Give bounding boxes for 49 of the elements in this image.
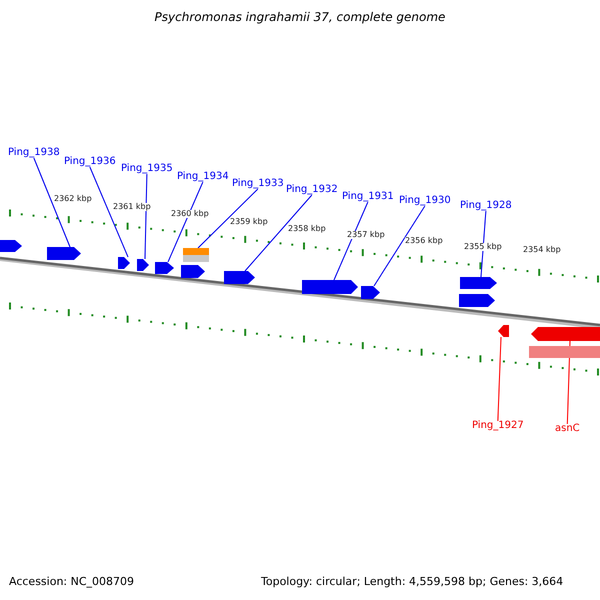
- leader-line: [89, 166, 128, 258]
- gene-block: [459, 294, 495, 307]
- scale-label: 2356 kbp: [405, 237, 443, 245]
- gene-block: [181, 265, 205, 278]
- gene-label: Ping_1930: [399, 196, 451, 206]
- scale-label: 2355 kbp: [464, 243, 502, 251]
- gene-block: [361, 286, 380, 299]
- gene-label: Ping_1928: [460, 201, 512, 211]
- leader-line: [168, 182, 204, 262]
- gene-bar: [529, 346, 600, 358]
- gene-block: [137, 259, 149, 271]
- title: Psychromonas ingrahamii 37, complete genome: [154, 11, 446, 23]
- leader-line: [144, 174, 148, 260]
- gene-bar: [183, 255, 209, 262]
- genome-summary-text: Topology: circular; Length: 4,559,598 bp; Genes: 3,664: [261, 576, 564, 587]
- gene-label: Ping_1936: [64, 157, 116, 167]
- leader-line: [198, 188, 258, 248]
- gene-bar: [183, 248, 209, 255]
- accession-text: Accession: NC_008709: [9, 576, 134, 587]
- gene-block: [531, 327, 600, 341]
- gene-label: Ping_1933: [232, 179, 284, 189]
- gene-label: Ping_1931: [342, 192, 394, 202]
- scale-label: 2357 kbp: [347, 231, 385, 239]
- leader-line: [334, 202, 368, 280]
- gene-label: asnC: [555, 424, 580, 434]
- scale-label: 2358 kbp: [288, 225, 326, 233]
- gene-label: Ping_1932: [286, 185, 338, 195]
- gene-label: Ping_1935: [121, 164, 173, 174]
- leader-line: [374, 206, 426, 286]
- gene-block: [155, 262, 174, 274]
- scale-label: 2359 kbp: [230, 218, 268, 226]
- gene-block: [0, 240, 22, 252]
- scale-label: 2362 kbp: [54, 195, 92, 203]
- gene-block: [118, 257, 130, 269]
- leader-line: [244, 194, 312, 272]
- scale-label: 2354 kbp: [523, 246, 561, 254]
- scale-label: 2361 kbp: [113, 203, 151, 211]
- leader-line: [33, 158, 70, 248]
- leader-line: [480, 210, 486, 278]
- gene-label: Ping_1934: [177, 172, 229, 182]
- gene-block: [224, 271, 255, 284]
- gene-block: [47, 247, 81, 260]
- gene-block: [302, 280, 358, 294]
- gene-block: [498, 325, 509, 337]
- scale-label: 2360 kbp: [171, 210, 209, 218]
- gene-label: Ping_1927: [472, 421, 524, 431]
- leader-line: [497, 336, 502, 422]
- gene-label: Ping_1938: [8, 148, 60, 158]
- gene-block: [460, 277, 497, 289]
